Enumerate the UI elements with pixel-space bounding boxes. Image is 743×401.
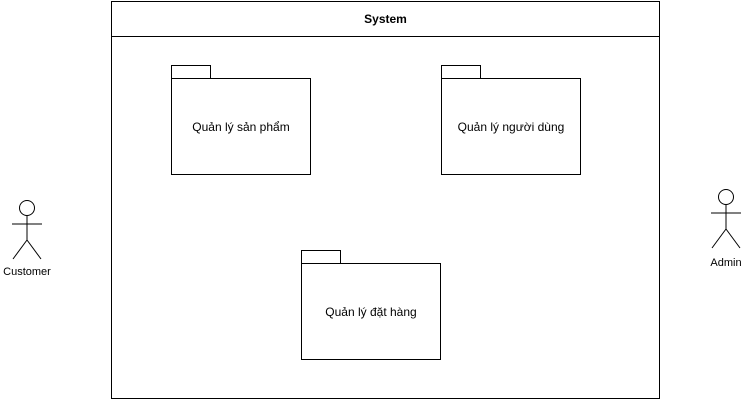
package-tab [171,65,211,79]
stick-figure-icon [711,189,741,249]
package-product-management: Quản lý sản phẩm [171,65,311,175]
package-label: Quản lý sản phẩm [192,119,290,134]
package-user-management: Quản lý người dùng [441,65,581,175]
actor-customer-label: Customer [3,266,51,278]
package-tab [301,250,341,264]
package-tab [441,65,481,79]
system-title: System [112,2,659,37]
actor-admin-label: Admin [710,257,742,269]
system-boundary: System [111,1,660,399]
package-body: Quản lý đặt hàng [301,263,441,360]
stick-figure-icon [12,200,42,260]
actor-customer [11,200,43,262]
actor-admin [710,189,742,251]
package-body: Quản lý sản phẩm [171,78,311,175]
package-body: Quản lý người dùng [441,78,581,175]
package-order-management: Quản lý đặt hàng [301,250,441,360]
package-label: Quản lý người dùng [457,119,565,134]
package-label: Quản lý đặt hàng [325,304,417,319]
